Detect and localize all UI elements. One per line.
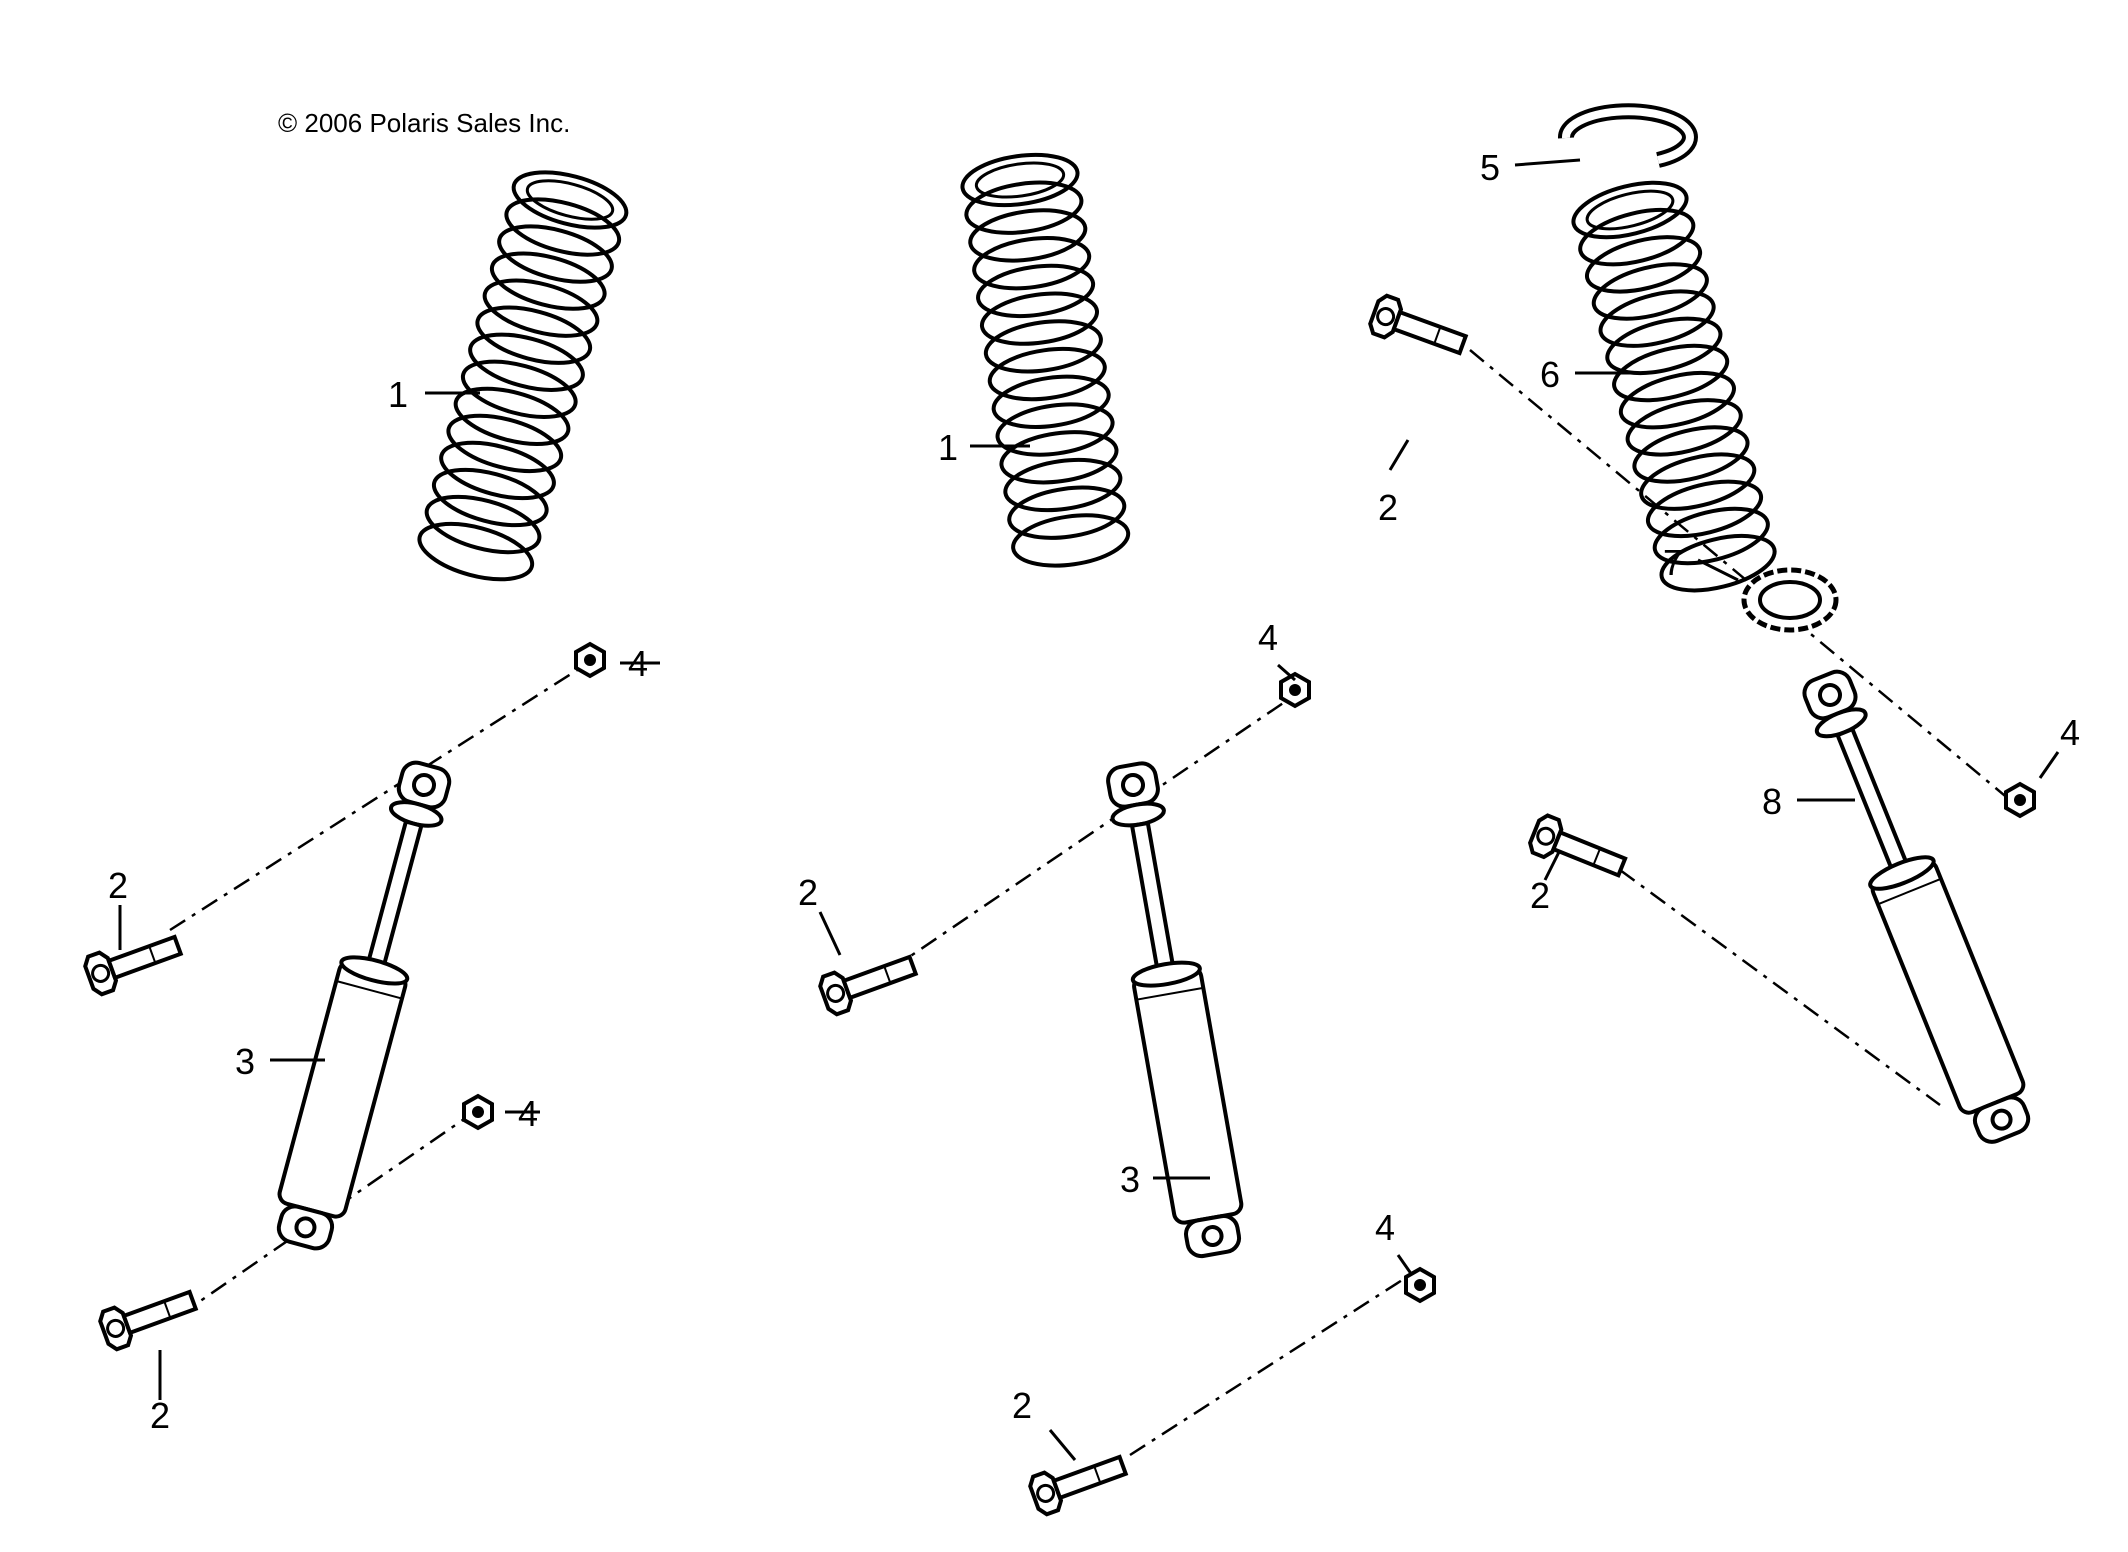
callout-left-lower-nut: 4	[518, 1093, 538, 1134]
alignment-lines	[169, 349, 2011, 1457]
callout-center-spring: 1	[938, 427, 958, 468]
callout-right-lower-bolt: 2	[1530, 875, 1550, 916]
right-spring-adjuster	[1741, 567, 1839, 633]
right-upper-bolt	[1365, 291, 1472, 366]
callout-left-shock: 3	[235, 1041, 255, 1082]
center-coil-spring	[957, 146, 1134, 575]
callout-center-upper-bolt: 2	[798, 872, 818, 913]
callout-center-shock: 3	[1120, 1159, 1140, 1200]
callout-right-upper-bolt: 2	[1378, 487, 1398, 528]
callout-center-upper-nut: 4	[1258, 617, 1278, 658]
center-lower-bolt	[1025, 1444, 1132, 1519]
left-coil-spring	[411, 159, 635, 592]
callout-right-shock: 8	[1762, 781, 1782, 822]
callout-center-lower-nut: 4	[1375, 1207, 1395, 1248]
callout-right-adjuster: 7	[1663, 542, 1683, 583]
left-lower-bolt	[95, 1279, 202, 1354]
callout-right-nut: 4	[2060, 712, 2080, 753]
right-coil-spring	[1565, 170, 1783, 603]
callout-left-upper-nut: 4	[628, 643, 648, 684]
right-nut	[2004, 782, 2036, 818]
copyright-notice: © 2006 Polaris Sales Inc.	[278, 108, 571, 138]
right-shock-absorber	[1788, 661, 2042, 1152]
callout-center-lower-bolt: 2	[1012, 1385, 1032, 1426]
left-upper-nut	[574, 642, 606, 678]
left-upper-bolt	[80, 924, 187, 999]
right-spring-retainer	[1558, 103, 1698, 168]
callout-right-spring: 6	[1540, 354, 1560, 395]
callout-left-upper-bolt: 2	[108, 865, 128, 906]
callout-leaders	[118, 158, 2060, 1461]
callout-right-retainer: 5	[1480, 147, 1500, 188]
left-lower-nut	[462, 1094, 494, 1130]
left-shock-absorber	[265, 754, 465, 1256]
center-upper-bolt	[815, 944, 922, 1019]
callout-left-lower-bolt: 2	[150, 1395, 170, 1436]
callout-left-spring: 1	[388, 374, 408, 415]
